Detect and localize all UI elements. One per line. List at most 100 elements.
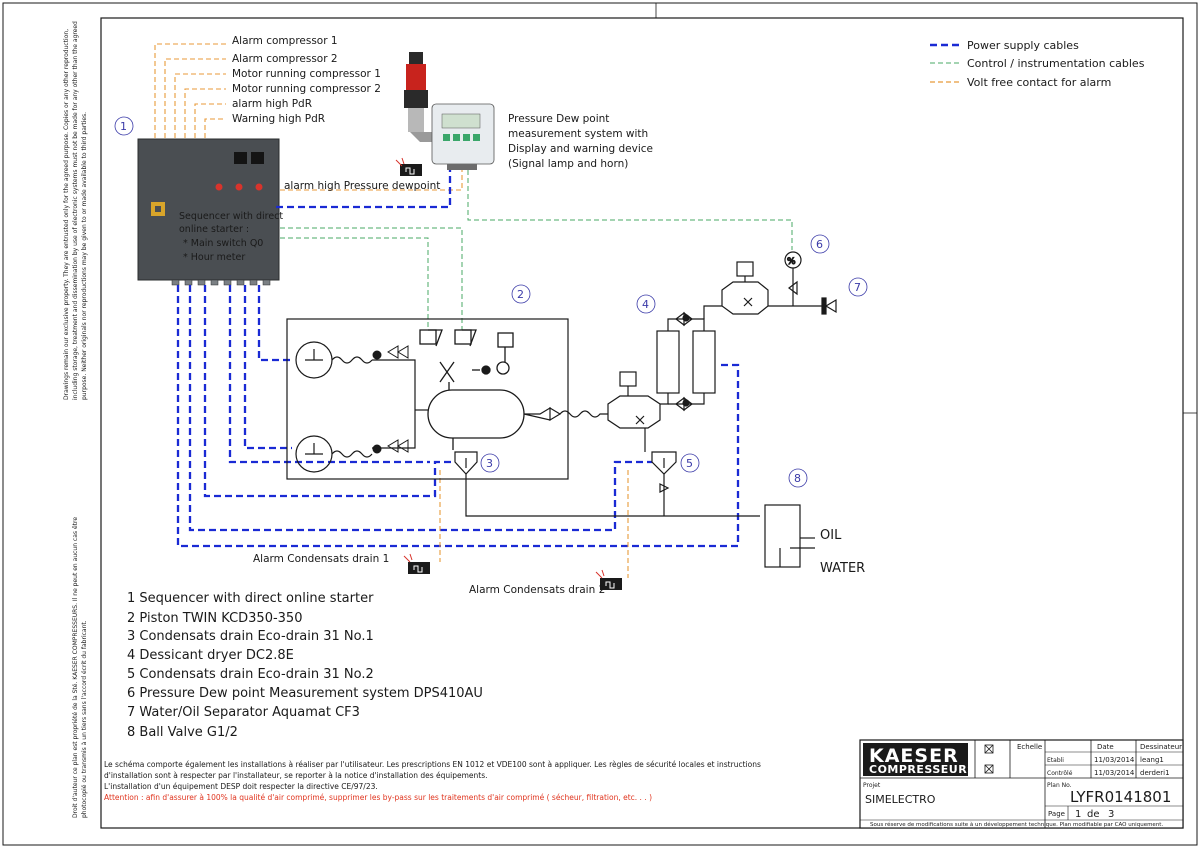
- water-oil-separator: [764, 504, 815, 568]
- legend-volt-free: Volt free contact for alarm: [967, 76, 1111, 89]
- number-3: 3: [486, 457, 493, 470]
- echelle-label: Echelle: [1017, 743, 1042, 751]
- page-de: de: [1087, 809, 1100, 820]
- air-receiver: [419, 329, 525, 450]
- alarm-label-2: Alarm compressor 2: [232, 53, 338, 65]
- pressure-gauge-symbol: %: [787, 257, 796, 267]
- number-4: 4: [642, 298, 649, 311]
- sequencer-text-2: online starter :: [179, 224, 249, 235]
- legend-power: Power supply cables: [967, 39, 1079, 52]
- condensate-alarm-2-label: Alarm Condensats drain 2: [469, 584, 605, 596]
- sequencer-text-1: Sequencer with direct: [179, 211, 283, 222]
- controle-designer: derderi1: [1140, 769, 1170, 777]
- number-8: 8: [794, 472, 801, 485]
- title-block: [859, 739, 1184, 829]
- legend-control: Control / instrumentation cables: [967, 57, 1145, 70]
- condensate-drain-2: [644, 440, 677, 516]
- pdp-text-3: Display and warning device: [508, 143, 653, 155]
- alarm-label-1: Alarm compressor 1: [232, 35, 338, 47]
- projet-name: SIMELECTRO: [865, 793, 936, 806]
- sequencer-text-3: * Main switch Q0: [183, 238, 263, 249]
- component-1: 1 Sequencer with direct online starter: [127, 591, 374, 606]
- compressor-2: [295, 435, 373, 473]
- compressor-piping: [372, 359, 428, 449]
- power-cables: [176, 170, 740, 548]
- item-numbers: [114, 116, 868, 488]
- side-text-fr-1: Droit d'auteur ce plan est propriété de …: [72, 517, 79, 818]
- alarm-labels: Alarm compressor 1 Alarm compressor 2 Mo…: [232, 35, 440, 192]
- component-3: 3 Condensats drain Eco-drain 31 No.1: [127, 629, 374, 644]
- number-6: 6: [816, 238, 823, 251]
- etabli-label: Etabli: [1047, 757, 1064, 764]
- etabli-designer: leang1: [1140, 756, 1164, 764]
- compressor-1: [295, 341, 373, 379]
- alarm-cables: [154, 43, 463, 191]
- title-footer: Sous réserve de modifications suite à un…: [870, 821, 1163, 828]
- pdp-labels: Pressure Dew point measurement system wi…: [508, 113, 653, 170]
- pdp-text-4: (Signal lamp and horn): [508, 158, 628, 170]
- plan-label: Plan No.: [1047, 782, 1072, 789]
- note-1: Le schéma comporte également les install…: [104, 760, 761, 769]
- note-3: L'installation d'un équipement DESP doit…: [104, 782, 378, 791]
- number-1: 1: [120, 120, 127, 133]
- pdp-measurement-device: [431, 103, 495, 170]
- item-number-labels: 1 2 3 4 5 6 7 8: [120, 120, 861, 485]
- control-cables: [280, 170, 793, 330]
- component-2: 2 Piston TWIN KCD350-350: [127, 611, 302, 626]
- number-2: 2: [517, 288, 524, 301]
- alarm-label-5: alarm high PdR: [232, 98, 312, 110]
- alarm-label-6: Warning high PdR: [232, 113, 325, 125]
- plan-number: LYFR0141801: [1070, 788, 1171, 806]
- relay-icon-drain-1: [403, 553, 430, 574]
- legend: Power supply cables Control / instrument…: [930, 39, 1145, 89]
- controle-date: 11/03/2014: [1094, 769, 1135, 777]
- component-6: 6 Pressure Dew point Measurement system …: [127, 686, 483, 701]
- note-2: d'installation sont à respecter par l'in…: [104, 771, 488, 780]
- note-warning: Attention : afin d'assurer à 100% la qua…: [104, 793, 652, 802]
- side-text-en-2: including storage, treatment and dissemi…: [72, 21, 79, 400]
- page-label: Page: [1048, 810, 1065, 818]
- main-air-pipe: [523, 406, 608, 422]
- projet-label: Projet: [863, 782, 881, 789]
- pdp-text-1: Pressure Dew point: [508, 113, 609, 125]
- relay-icon-dewpoint: [395, 157, 422, 176]
- title-block-text: KAESER COMPRESSEURS Echelle Date Dessina…: [863, 743, 1182, 828]
- dessinateur-header: Dessinateur: [1140, 743, 1182, 751]
- compressor-enclosure: [286, 318, 569, 480]
- page-number: 1: [1075, 809, 1081, 820]
- alarm-dewpoint-label: alarm high Pressure dewpoint: [284, 180, 440, 192]
- component-5: 5 Condensats drain Eco-drain 31 No.2: [127, 667, 374, 682]
- sequencer-cabinet: Sequencer with direct online starter : *…: [137, 138, 283, 286]
- side-text-fr-2: photocopié ou transmis à un tiers sans l…: [81, 620, 88, 818]
- controle-label: Contrôlé: [1047, 770, 1073, 777]
- component-4: 4 Dessicant dryer DC2.8E: [127, 648, 294, 663]
- number-5: 5: [686, 457, 693, 470]
- component-list: 1 Sequencer with direct online starter 2…: [127, 591, 483, 740]
- pdp-text-2: measurement system with: [508, 128, 648, 140]
- etabli-date: 11/03/2014: [1094, 756, 1135, 764]
- date-header: Date: [1097, 743, 1114, 751]
- brand-kaeser: KAESER: [869, 745, 959, 767]
- page-total: 3: [1108, 809, 1114, 820]
- side-text-en-1: Drawings remain our exclusive property. …: [63, 29, 70, 400]
- side-text-en-3: purpose. Neither originals nor reproduct…: [81, 112, 88, 400]
- alarm-label-3: Motor running compressor 1: [232, 68, 381, 80]
- drain-alarm-cables: [439, 470, 629, 578]
- check-valves: [372, 345, 409, 454]
- water-label: WATER: [820, 561, 865, 576]
- alarm-label-4: Motor running compressor 2: [232, 83, 381, 95]
- signal-lamp: [404, 52, 437, 142]
- dessicant-dryer: %: [607, 251, 837, 440]
- installation-notes: Le schéma comporte également les install…: [104, 760, 761, 802]
- side-copyright-text: Drawings remain our exclusive property. …: [63, 21, 88, 818]
- condensate-alarm-1-label: Alarm Condensats drain 1: [253, 553, 389, 565]
- component-7: 7 Water/Oil Separator Aquamat CF3: [127, 705, 360, 720]
- oil-label: OIL: [820, 528, 842, 543]
- brand-compresseurs: COMPRESSEURS: [869, 763, 976, 776]
- component-8: 8 Ball Valve G1/2: [127, 725, 238, 740]
- relay-icon-drain-2: [595, 569, 622, 590]
- number-7: 7: [854, 281, 861, 294]
- condensate-drain-1: [454, 451, 760, 517]
